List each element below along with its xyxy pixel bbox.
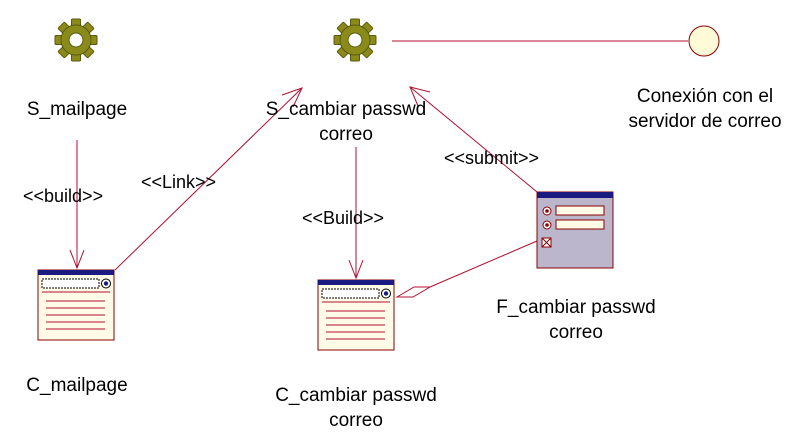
link-edge-arrowhead — [281, 87, 303, 108]
aggregation-diamond — [395, 286, 432, 298]
interface-circle-icon[interactable] — [688, 25, 720, 57]
submit-edge-arrowhead — [409, 86, 431, 107]
gear-icon[interactable] — [54, 18, 98, 62]
c-mailpage-label: C_mailpage — [26, 375, 128, 396]
link-edge-line — [114, 87, 303, 271]
build-edge-arrowhead — [69, 249, 85, 270]
client-page-icon[interactable] — [317, 279, 395, 351]
link-stereotype-label: <<Link>> — [141, 172, 217, 192]
build2-edge-arrowhead — [348, 259, 364, 280]
submit-edge-line — [409, 86, 538, 193]
conexion-label: Conexión con el servidor de correo — [628, 86, 782, 132]
build2-stereotype-label: <<Build>> — [302, 208, 385, 228]
form-icon[interactable] — [536, 191, 614, 269]
client-page-icon[interactable] — [37, 269, 115, 341]
submit-stereotype-label: <<submit>> — [444, 148, 540, 168]
c-cambiar-label: C_cambiar passwd correo — [275, 385, 437, 431]
gear-icon[interactable] — [333, 18, 377, 62]
s-cambiar-label: S_cambiar passwd correo — [265, 99, 427, 145]
s-mailpage-label: S_mailpage — [26, 99, 128, 120]
f-cambiar-label: F_cambiar passwd correo — [496, 297, 656, 343]
build-stereotype-label: <<build>> — [23, 186, 104, 206]
aggregation-edge-line — [429, 240, 538, 288]
